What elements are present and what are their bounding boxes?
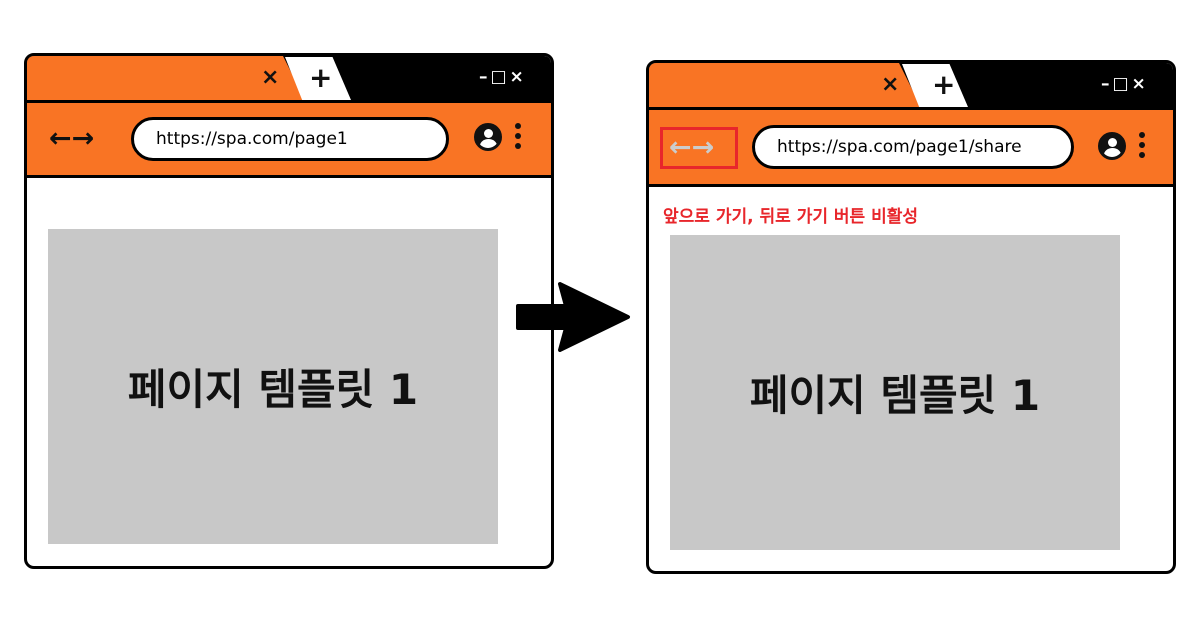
page-content-placeholder: 페이지 템플릿 1 bbox=[48, 229, 498, 544]
title-bar: × + –□× bbox=[27, 56, 551, 100]
window-controls[interactable]: –□× bbox=[1101, 74, 1149, 94]
user-avatar-icon[interactable] bbox=[1098, 132, 1126, 160]
back-forward-arrows-icon: ←→ bbox=[669, 132, 715, 163]
window-controls[interactable]: –□× bbox=[479, 67, 527, 87]
active-tab[interactable] bbox=[649, 63, 921, 107]
browser-toolbar: ←→ https://spa.com/page1/share bbox=[649, 107, 1173, 187]
page-content-placeholder: 페이지 템플릿 1 bbox=[670, 235, 1120, 550]
close-icon[interactable]: × bbox=[261, 65, 280, 90]
title-bar: × + –□× bbox=[649, 63, 1173, 107]
transition-arrow-icon bbox=[516, 282, 630, 352]
browser-window-after: × + –□× ←→ https://spa.com/page1/share 앞… bbox=[646, 60, 1176, 574]
plus-icon[interactable]: + bbox=[932, 68, 956, 101]
disabled-nav-note: 앞으로 가기, 뒤로 가기 버튼 비활성 bbox=[663, 207, 919, 227]
plus-icon[interactable]: + bbox=[309, 61, 333, 94]
disabled-nav-highlight bbox=[660, 127, 738, 169]
address-bar[interactable]: https://spa.com/page1/share bbox=[752, 125, 1074, 169]
address-bar[interactable]: https://spa.com/page1 bbox=[131, 117, 449, 161]
user-avatar-icon[interactable] bbox=[474, 123, 502, 151]
kebab-menu-icon[interactable] bbox=[1139, 132, 1145, 162]
active-tab[interactable] bbox=[27, 56, 305, 100]
browser-window-before: × + –□× ←→ https://spa.com/page1 페이지 템플릿… bbox=[24, 53, 554, 569]
kebab-menu-icon[interactable] bbox=[515, 123, 521, 153]
page-title: 페이지 템플릿 1 bbox=[749, 371, 1041, 420]
back-forward-arrows-icon[interactable]: ←→ bbox=[49, 123, 95, 154]
page-title: 페이지 템플릿 1 bbox=[127, 365, 419, 414]
close-icon[interactable]: × bbox=[881, 72, 900, 97]
browser-toolbar: ←→ https://spa.com/page1 bbox=[27, 100, 551, 178]
